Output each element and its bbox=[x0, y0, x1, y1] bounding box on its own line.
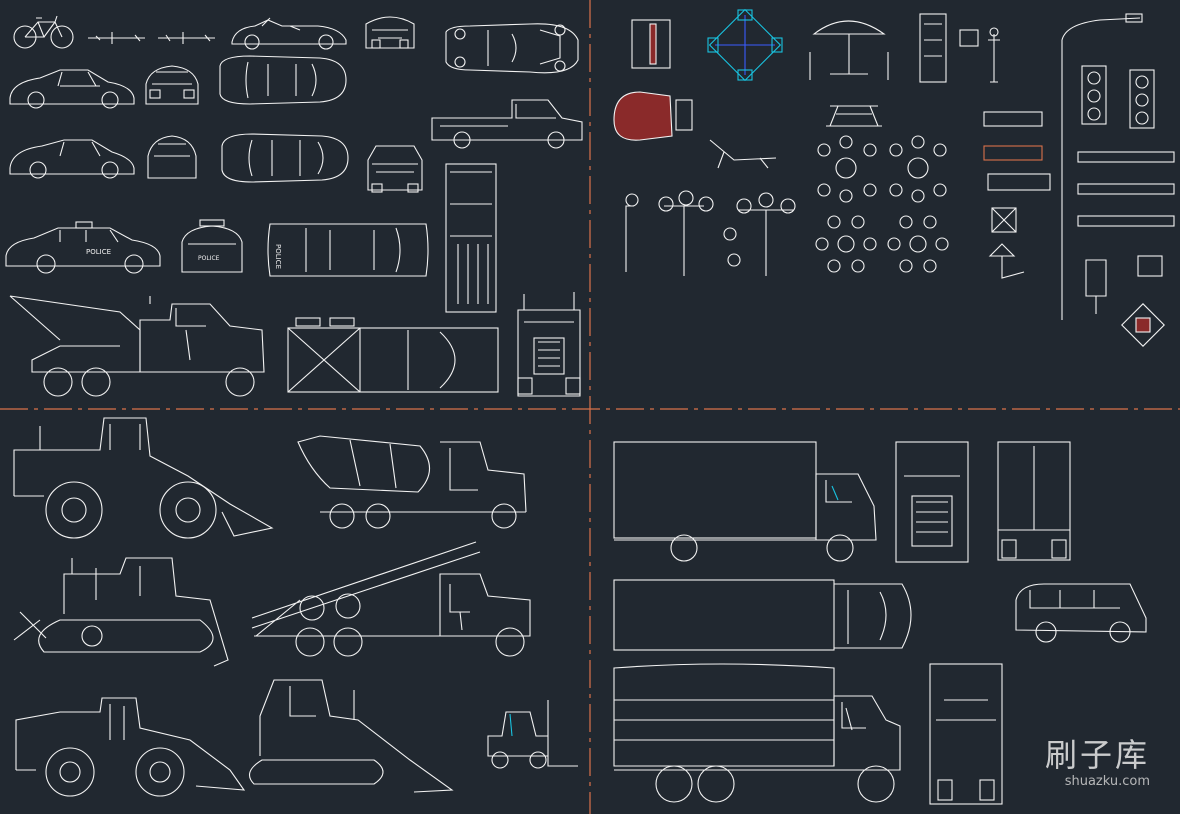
traffic-light-block[interactable] bbox=[1081, 65, 1155, 129]
lounge-chair-block[interactable] bbox=[709, 139, 777, 169]
person-block[interactable] bbox=[959, 27, 1000, 83]
sedan-top-view-block[interactable] bbox=[221, 133, 349, 183]
cabinet-block[interactable] bbox=[919, 13, 947, 83]
box-truck-top-view-block[interactable] bbox=[613, 579, 912, 651]
planter-cluster-block[interactable] bbox=[815, 135, 949, 273]
roadster-front-block[interactable] bbox=[365, 16, 415, 49]
military-truck-rear-block[interactable] bbox=[929, 663, 1003, 805]
car-carrier-top-view-block[interactable] bbox=[287, 317, 499, 393]
rubber-wheel-loader-block[interactable] bbox=[15, 697, 246, 797]
coupe-top-view-block[interactable] bbox=[219, 55, 347, 105]
crawler-loader-block[interactable] bbox=[248, 679, 454, 793]
bench-block[interactable] bbox=[983, 111, 1051, 191]
bicycle-top-view-block[interactable] bbox=[88, 32, 215, 44]
svg-text:POLICE: POLICE bbox=[198, 255, 220, 262]
cement-mixer-block[interactable] bbox=[297, 435, 527, 529]
roadster-top-view-block[interactable] bbox=[445, 23, 579, 74]
pickup-truck-top-view-block[interactable] bbox=[445, 163, 497, 313]
semi-truck-front-block[interactable] bbox=[517, 292, 581, 397]
watermark-logo-text: 刷子库 bbox=[1044, 736, 1150, 774]
pickup-truck-side-block[interactable] bbox=[431, 99, 583, 149]
pickup-truck-rear-block[interactable] bbox=[367, 145, 423, 193]
bicycle-block[interactable] bbox=[13, 15, 74, 49]
police-car-front-block[interactable]: POLICE bbox=[181, 219, 243, 273]
watermark-url: shuazku.com bbox=[1064, 774, 1150, 789]
picnic-table-block[interactable] bbox=[826, 105, 882, 127]
military-truck-side-block[interactable] bbox=[613, 663, 901, 803]
wall-lamps-block[interactable] bbox=[988, 207, 1165, 347]
van-side-block[interactable] bbox=[1015, 583, 1147, 643]
svg-text:POLICE: POLICE bbox=[86, 248, 111, 256]
park-lights-block[interactable] bbox=[625, 190, 796, 276]
panel-street-furniture bbox=[613, 8, 1175, 347]
sports-coupe-front-block[interactable] bbox=[145, 65, 199, 105]
sports-car-side-block[interactable] bbox=[9, 139, 135, 179]
forklift-block[interactable] bbox=[487, 700, 578, 769]
street-lamp-block[interactable] bbox=[1061, 13, 1143, 320]
box-truck-side-block[interactable] bbox=[613, 441, 877, 562]
wardrobe-block[interactable] bbox=[631, 19, 671, 69]
roadster-side-block[interactable] bbox=[231, 17, 347, 50]
tow-truck-side-block[interactable] bbox=[9, 295, 265, 397]
dining-set-top-view-block[interactable] bbox=[707, 8, 783, 82]
panel-vehicles: POLICE POLICE POLICE bbox=[5, 15, 583, 397]
grand-piano-block[interactable] bbox=[613, 91, 693, 141]
patio-umbrella-table-block[interactable] bbox=[809, 20, 889, 80]
bollards-block[interactable] bbox=[1077, 151, 1175, 227]
police-car-side-block[interactable]: POLICE bbox=[5, 221, 161, 274]
bulldozer-block[interactable] bbox=[13, 557, 229, 667]
sports-coupe-side-block[interactable] bbox=[9, 69, 135, 109]
svg-text:POLICE: POLICE bbox=[274, 244, 282, 269]
sports-car-rear-block[interactable] bbox=[147, 135, 197, 179]
panel-trucks bbox=[613, 441, 1147, 805]
wheel-loader-block[interactable] bbox=[13, 417, 274, 539]
box-truck-front-block[interactable] bbox=[895, 441, 969, 563]
panel-construction bbox=[13, 417, 578, 797]
box-truck-rear-block[interactable] bbox=[997, 441, 1071, 561]
crane-truck-block[interactable] bbox=[251, 541, 531, 657]
watermark: 刷子库 shuazku.com bbox=[1045, 730, 1150, 789]
police-car-top-view-block[interactable]: POLICE bbox=[267, 223, 429, 277]
